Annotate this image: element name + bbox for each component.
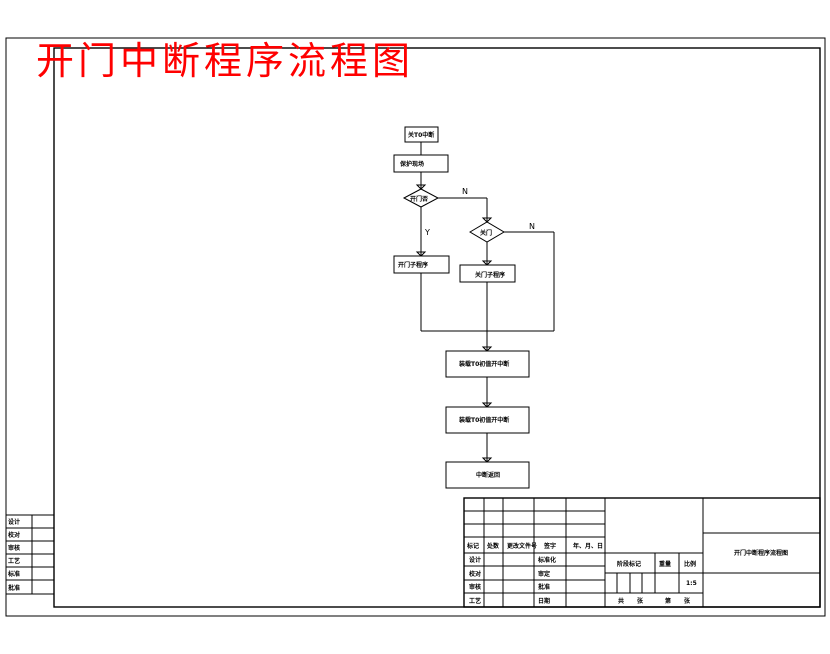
- left-row-3: 审核: [8, 544, 20, 552]
- flowchart: 关T0中断 保护现场 开门否 N Y 关门 N 开门子程序: [393, 126, 555, 489]
- tb-sign-left-2: 校对: [469, 570, 481, 578]
- title-block: 开门中断程序流程图 标记 处数 更改文件号 签字 年、月、日 设计 标准化 校对…: [463, 497, 821, 608]
- reload-label: 装载T0初值开中断: [458, 360, 509, 368]
- tb-header-count: 处数: [486, 542, 500, 550]
- reload-label-2: 装载T0初值开中断: [458, 416, 509, 424]
- left-row-6: 批准: [8, 584, 20, 592]
- tb-weight-label: 重量: [659, 560, 671, 568]
- left-row-4: 工艺: [8, 557, 20, 565]
- no-label-2: N: [529, 222, 535, 231]
- tb-header-date: 年、月、日: [573, 542, 603, 550]
- outer-frame: [5, 37, 826, 617]
- close-sub-label: 关门子程序: [475, 271, 505, 279]
- tb-sign-right-4: 日期: [538, 597, 550, 605]
- tb-header-file: 更改文件号: [507, 542, 537, 550]
- left-row-1: 设计: [8, 518, 20, 526]
- tb-sign-left-4: 工艺: [469, 597, 481, 605]
- start-label: 关T0中断: [408, 131, 434, 139]
- inner-frame: [53, 47, 821, 608]
- tb-sign-right-1: 标准化: [537, 556, 556, 564]
- decision-close-label: 关门: [480, 229, 492, 237]
- tb-header-mark: 标记: [466, 542, 479, 550]
- yes-label: Y: [424, 228, 430, 237]
- tb-sign-right-3: 批准: [538, 583, 550, 591]
- tb-sign-left-1: 设计: [469, 556, 481, 564]
- tb-scale-value: 1:5: [686, 580, 697, 587]
- tb-sheet-total: 共: [618, 597, 624, 605]
- left-row-2: 校对: [8, 531, 20, 539]
- tb-sheet-no: 第: [664, 597, 671, 605]
- left-row-5: 标准: [7, 570, 20, 578]
- tb-stage-label: 阶段标记: [617, 560, 641, 568]
- end-label: 中断返回: [476, 471, 500, 479]
- left-sign-table: 设计 校对 审核 工艺 标准 批准: [5, 514, 55, 595]
- end-box: [445, 461, 530, 489]
- tb-sign-left-3: 审核: [469, 583, 481, 591]
- tb-header-sign: 签字: [543, 542, 556, 550]
- tb-sheet-unit: 张: [637, 597, 644, 605]
- drawing-name: 开门中断程序流程图: [734, 549, 788, 557]
- decision-open-label: 开门否: [410, 195, 428, 203]
- tb-scale-label: 比例: [684, 560, 696, 568]
- save-label: 保护现场: [399, 160, 424, 168]
- no-label-1: N: [462, 187, 468, 196]
- tb-sheet-unit2: 张: [684, 597, 691, 605]
- tb-sign-right-2: 审定: [538, 570, 550, 578]
- page-title: 开门中断程序流程图: [36, 39, 414, 83]
- open-sub-label: 开门子程序: [398, 261, 428, 269]
